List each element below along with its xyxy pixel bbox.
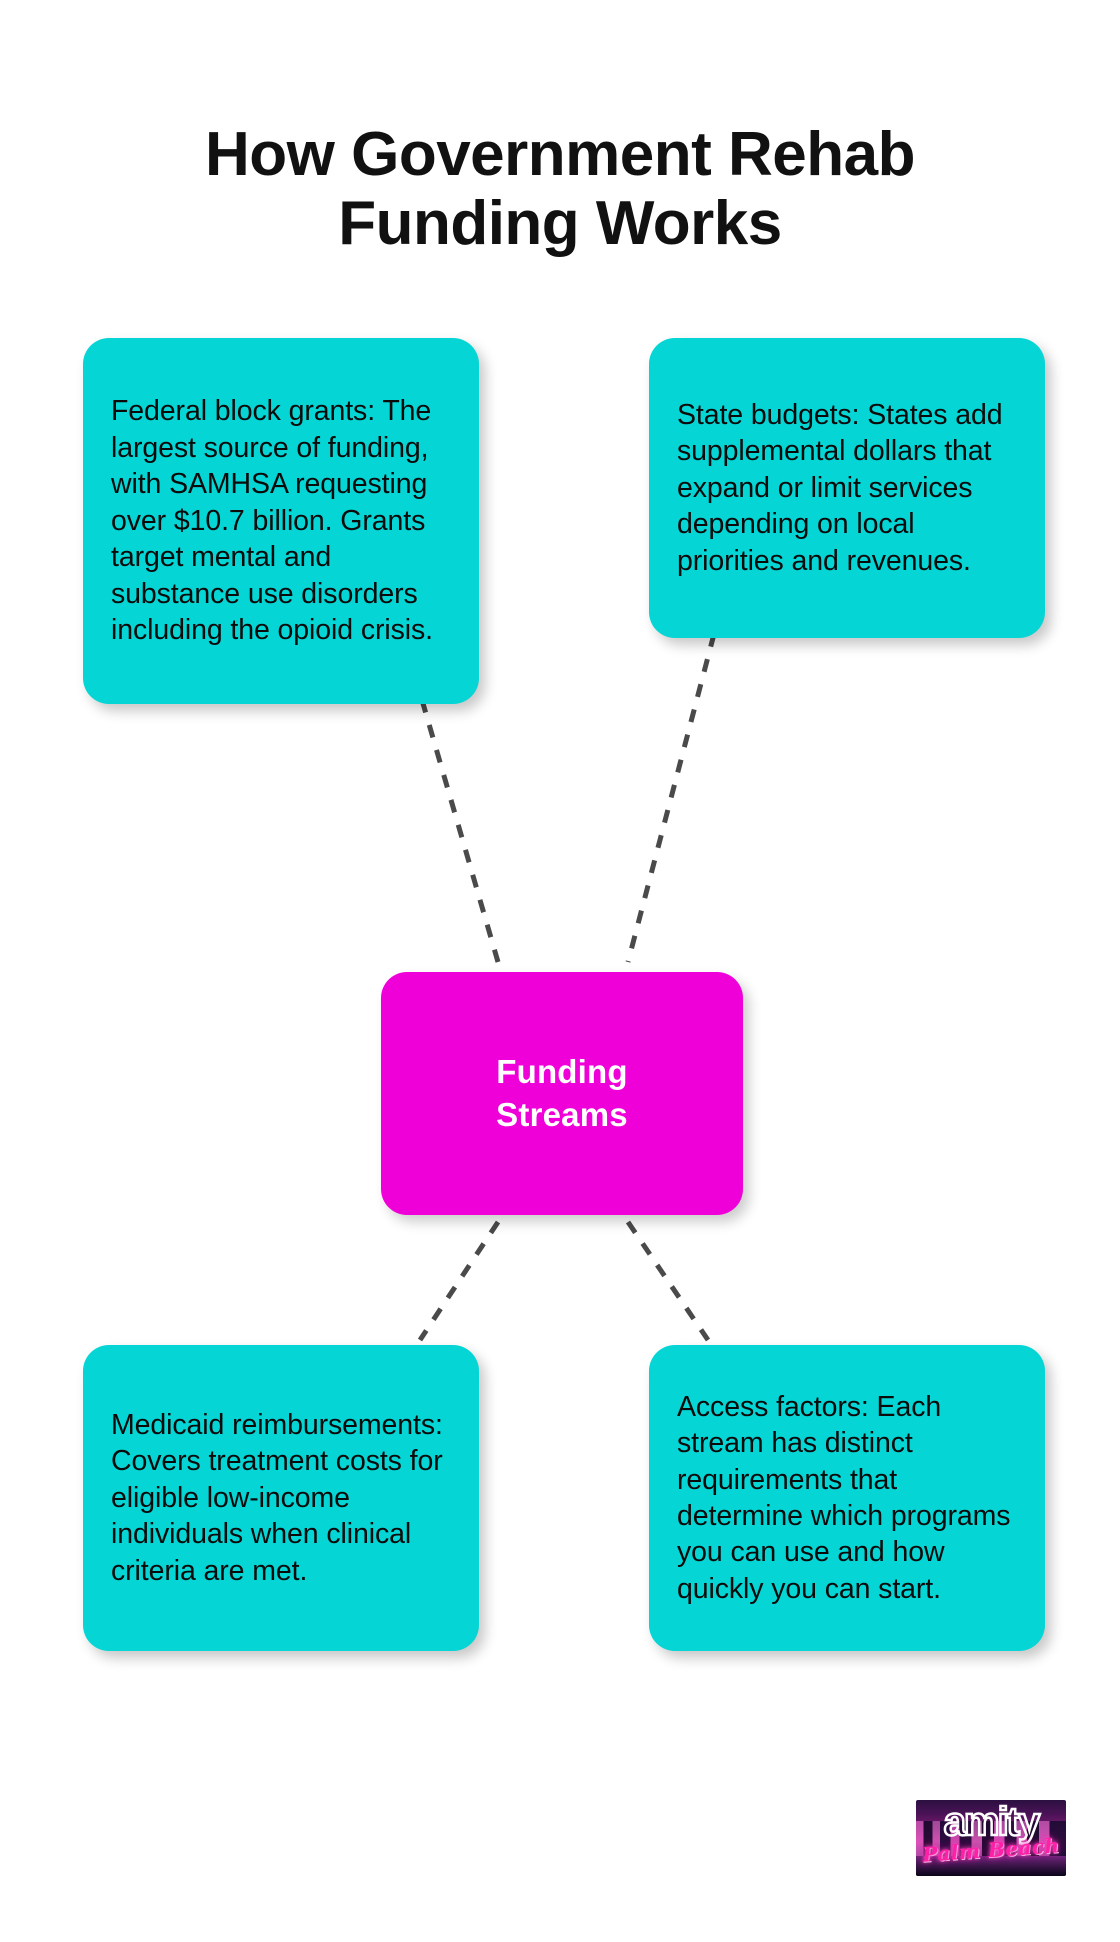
connector-center-to-bottom-left — [417, 1220, 501, 1342]
center-node-label: Funding Streams — [496, 1051, 628, 1135]
node-funding-streams[interactable]: Funding Streams — [381, 972, 743, 1215]
connector-top-left-to-center — [419, 699, 501, 963]
node-medicaid-reimbursements[interactable]: Medicaid reimbursements: Covers treatmen… — [83, 1345, 479, 1651]
node-federal-block-grants[interactable]: Federal block grants: The largest source… — [83, 338, 479, 704]
connector-center-to-bottom-right — [625, 1220, 711, 1342]
center-node-label-line1: Funding — [496, 1053, 628, 1091]
node-text: Medicaid reimbursements: Covers treatmen… — [111, 1408, 443, 1587]
logo-skyline-image — [916, 1800, 1066, 1876]
node-access-factors[interactable]: Access factors: Each stream has distinct… — [649, 1345, 1045, 1651]
page-title: How Government Rehab Funding Works — [205, 119, 916, 258]
node-text: Access factors: Each stream has distinct… — [677, 1390, 1011, 1605]
center-node-label-line2: Streams — [496, 1095, 628, 1133]
node-text: State budgets: States add supplemental d… — [677, 398, 1003, 577]
node-text: Federal block grants: The largest source… — [111, 395, 433, 647]
brand-logo[interactable]: amity Palm Beach — [916, 1800, 1066, 1876]
logo-wordmark: amity — [943, 1800, 1042, 1844]
node-state-budgets[interactable]: State budgets: States add supplemental d… — [649, 338, 1045, 638]
connector-top-right-to-center — [625, 633, 717, 963]
